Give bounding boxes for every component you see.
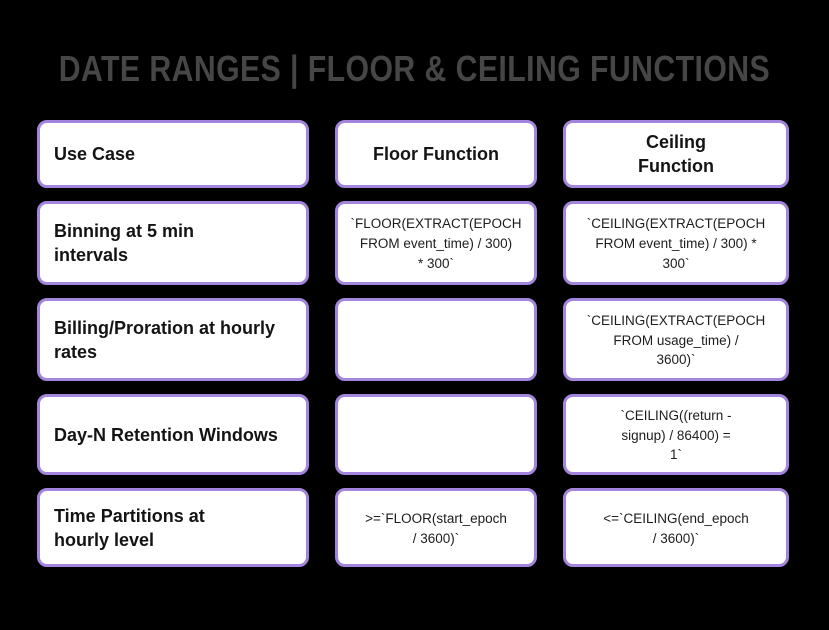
cell-text: >=`FLOOR(start_epoch / 3600)` [365, 510, 507, 546]
header-cell-floor-function: Floor Function [335, 120, 537, 188]
cell-text: Day-N Retention Windows [54, 424, 278, 445]
cell-partitions-ceiling: <=`CEILING(end_epoch / 3600)` [563, 488, 789, 567]
cell-binning-ceiling: `CEILING(EXTRACT(EPOCH FROM event_time) … [563, 201, 789, 285]
header-label-ceiling-function: Ceiling Function [638, 132, 714, 176]
cell-billing-use-case: Billing/Proration at hourly rates [37, 298, 309, 381]
cell-retention-floor-empty [335, 394, 537, 475]
cell-retention-use-case: Day-N Retention Windows [37, 394, 309, 475]
cell-billing-floor-empty [335, 298, 537, 381]
cell-text: <=`CEILING(end_epoch / 3600)` [603, 510, 749, 546]
cell-text: `CEILING((return - signup) / 86400) = 1` [620, 407, 732, 463]
cell-binning-floor: `FLOOR(EXTRACT(EPOCH FROM event_time) / … [335, 201, 537, 285]
cell-partitions-use-case: Time Partitions at hourly level [37, 488, 309, 567]
cell-text: Time Partitions at hourly level [54, 505, 205, 550]
cell-text: Binning at 5 min intervals [54, 221, 195, 265]
cell-text: `FLOOR(EXTRACT(EPOCH FROM event_time) / … [350, 216, 522, 271]
title-bar: DATE RANGES | FLOOR & CEILING FUNCTIONS [0, 38, 829, 100]
cell-text: `CEILING(EXTRACT(EPOCH FROM usage_time) … [586, 312, 766, 368]
header-label-floor-function: Floor Function [373, 144, 499, 165]
cell-text: Billing/Proration at hourly rates [54, 317, 276, 362]
header-cell-use-case: Use Case [37, 120, 309, 188]
cell-billing-ceiling: `CEILING(EXTRACT(EPOCH FROM usage_time) … [563, 298, 789, 381]
header-cell-ceiling-function: Ceiling Function [563, 120, 789, 188]
comparison-table: Use Case Floor Function Ceiling Function… [37, 120, 789, 567]
cell-binning-use-case: Binning at 5 min intervals [37, 201, 309, 285]
page-title: DATE RANGES | FLOOR & CEILING FUNCTIONS [58, 48, 771, 89]
cell-partitions-floor: >=`FLOOR(start_epoch / 3600)` [335, 488, 537, 567]
header-label-use-case: Use Case [54, 144, 136, 165]
cell-retention-ceiling: `CEILING((return - signup) / 86400) = 1` [563, 394, 789, 475]
cell-text: `CEILING(EXTRACT(EPOCH FROM event_time) … [586, 216, 766, 271]
